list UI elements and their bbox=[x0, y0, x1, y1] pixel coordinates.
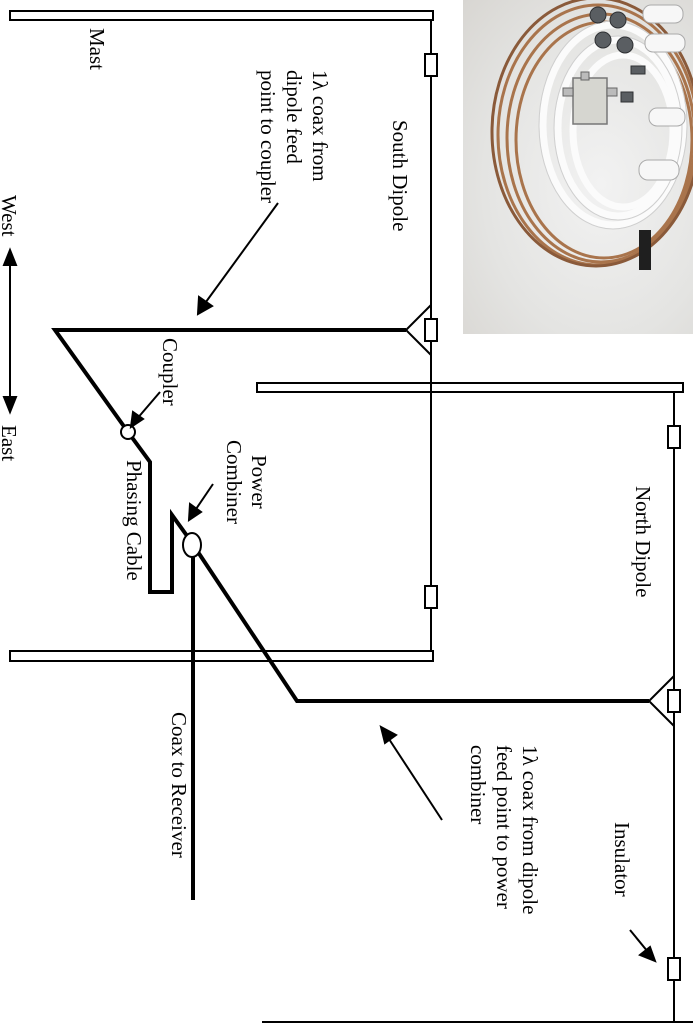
mast-label: Mast bbox=[85, 28, 109, 70]
cable-tie-icon bbox=[639, 230, 651, 270]
mast-top bbox=[10, 11, 433, 20]
power-combiner-node bbox=[183, 533, 201, 557]
west-label: West bbox=[0, 195, 21, 237]
north-dipole-label: North Dipole bbox=[631, 486, 655, 597]
power-combiner-label-line-1: Power bbox=[247, 455, 271, 509]
mast-bottom bbox=[10, 651, 433, 661]
insulator-north-bottom bbox=[668, 958, 680, 980]
insulator-north-top bbox=[668, 426, 680, 448]
coupler-label: Coupler bbox=[158, 338, 182, 406]
insulator-south-feed bbox=[425, 319, 437, 341]
phasing-cable-label: Phasing Cable bbox=[122, 460, 146, 581]
north-coax-label-line-2: feed point to power bbox=[492, 745, 516, 909]
insulator-south-bottom bbox=[425, 586, 437, 608]
mast-middle bbox=[257, 383, 683, 392]
south-dipole-label: South Dipole bbox=[388, 120, 412, 231]
antenna-kit-photo bbox=[463, 0, 693, 334]
coax-to-receiver-label: Coax to Receiver bbox=[167, 712, 191, 858]
insulator-south-top bbox=[425, 54, 437, 76]
coax-cables bbox=[55, 330, 649, 900]
south-coax-label-line-3: point to coupler bbox=[256, 70, 280, 203]
insulator-label: Insulator bbox=[610, 822, 634, 897]
north-coax-run bbox=[190, 540, 649, 701]
south-coax-run bbox=[55, 330, 406, 432]
power-combiner-label-line-2: Combiner bbox=[222, 440, 246, 524]
north-coax-label-line-1: 1λ coax from dipole bbox=[518, 745, 542, 914]
east-label: East bbox=[0, 425, 21, 461]
south-dipole bbox=[406, 20, 437, 651]
coupler-node bbox=[121, 425, 135, 439]
antenna-kit-illustration bbox=[463, 0, 693, 334]
south-coax-label-line-1: 1λ coax from bbox=[308, 70, 332, 182]
north-coax-label-line-3: combiner bbox=[466, 745, 490, 824]
south-coax-label-line-2: dipole feed bbox=[282, 70, 306, 164]
insulator-north-feed bbox=[668, 690, 680, 712]
